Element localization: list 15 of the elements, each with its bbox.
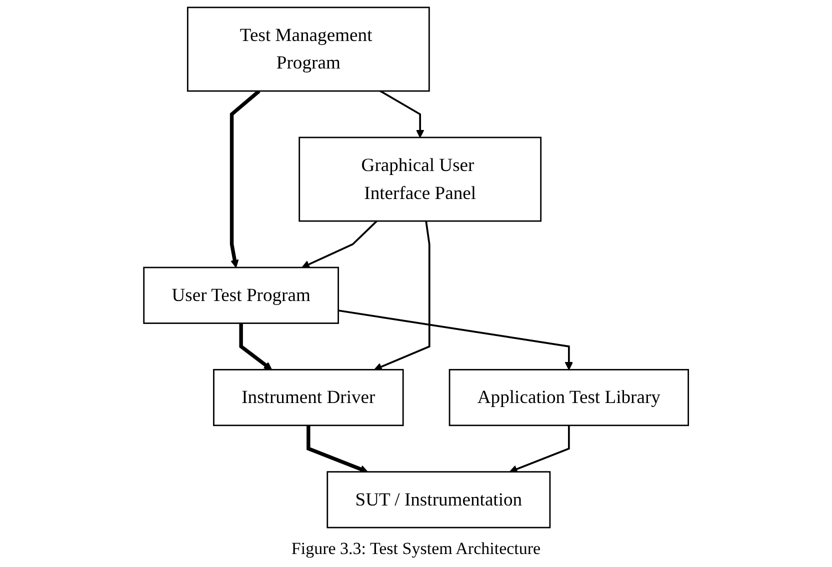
arrow <box>380 90 424 138</box>
process-box: Instrument Driver <box>212 368 404 426</box>
process-box: Graphical User Interface Panel <box>298 136 542 222</box>
process-box: User Test Program <box>143 266 339 324</box>
process-box: Test Management Program <box>186 6 430 92</box>
arrow <box>509 425 570 473</box>
arrow <box>230 90 260 268</box>
process-box: SUT / Instrumentation <box>326 471 551 528</box>
arrow <box>302 220 378 268</box>
process-box: Application Test Library <box>448 368 689 426</box>
arrow <box>239 323 272 370</box>
arrow <box>374 220 430 371</box>
arrow <box>306 425 368 473</box>
arrow <box>338 310 573 370</box>
figure-caption: Figure 3.3: Test System Architecture <box>291 538 541 560</box>
